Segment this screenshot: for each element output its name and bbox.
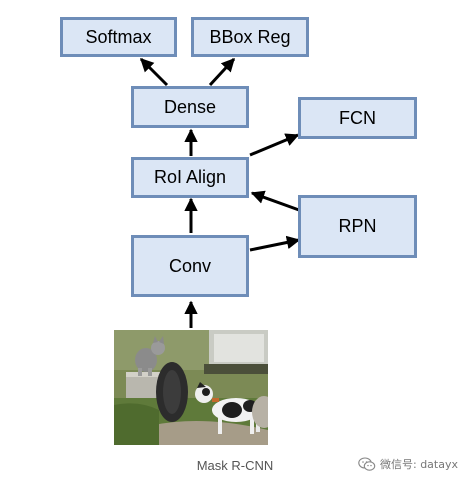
node-fcn-label: FCN <box>339 107 376 128</box>
node-conv: Conv <box>131 235 249 297</box>
node-fcn: FCN <box>298 97 417 139</box>
watermark: 微信号: datayx <box>358 456 458 472</box>
node-softmax-label: Softmax <box>85 26 152 47</box>
node-rpn: RPN <box>298 195 417 258</box>
watermark-text: 微信号: datayx <box>380 458 458 471</box>
arrow-conv-to-rpn <box>249 235 301 252</box>
node-softmax: Softmax <box>60 17 177 57</box>
arrow-dense-to-softmax <box>139 57 169 87</box>
wechat-icon <box>358 456 376 471</box>
diagram-caption: Mask R-CNN <box>196 458 274 473</box>
node-rpn-label: RPN <box>338 216 377 236</box>
arrow-dense-to-bboxreg <box>208 57 236 87</box>
node-roi-align: RoI Align <box>131 157 249 198</box>
input-photo <box>114 330 268 445</box>
node-conv-label: Conv <box>168 255 212 276</box>
arrow-rpn-to-roialign <box>250 190 300 212</box>
node-bbox-reg-label: BBox Reg <box>209 26 291 47</box>
node-bbox-reg: BBox Reg <box>191 17 309 57</box>
node-roi-align-label: RoI Align <box>153 167 227 187</box>
arrow-roialign-to-fcn <box>249 133 300 157</box>
node-dense-label: Dense <box>163 96 217 117</box>
node-dense: Dense <box>131 86 249 128</box>
